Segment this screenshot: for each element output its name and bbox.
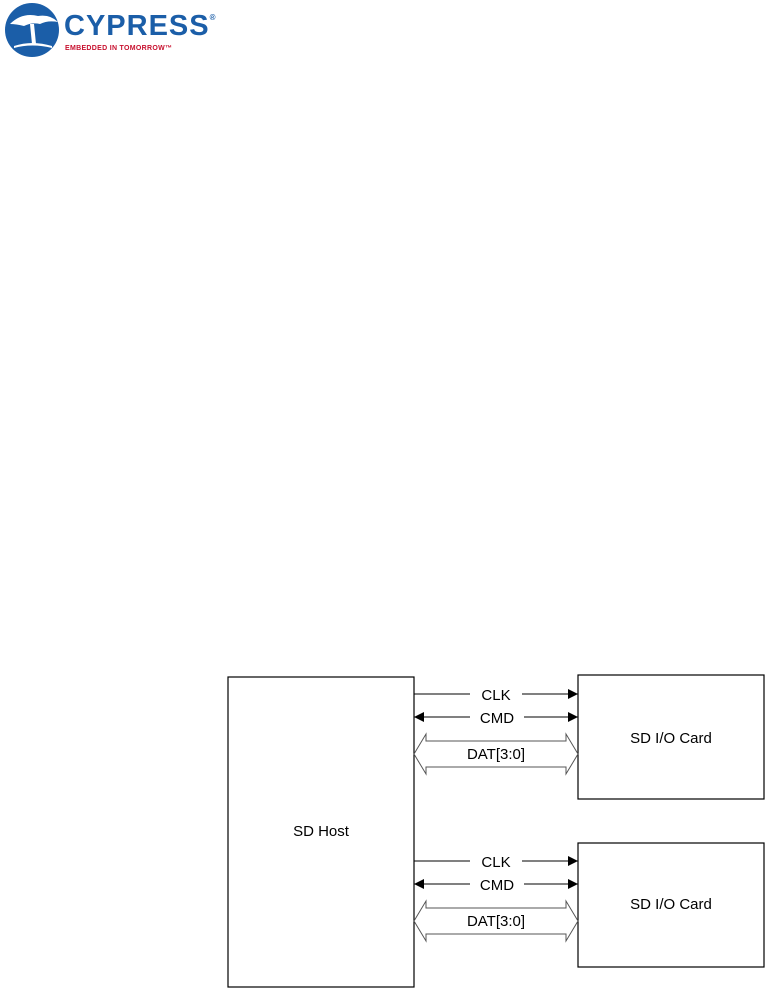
logo-tagline-text: EMBEDDED IN TOMORROW: [65, 45, 165, 52]
dat-label-1: DAT[3:0]: [467, 746, 525, 763]
logo-registered: ®: [209, 13, 217, 22]
cmd-label-2: CMD: [480, 877, 514, 894]
dat-bus-arrow-1: [413, 732, 579, 776]
logo-brand: CYPRESS®: [64, 10, 217, 43]
logo-tagline: EMBEDDED IN TOMORROW™: [65, 45, 172, 52]
tree-emblem-icon: [5, 3, 59, 57]
logo-brand-text: CYPRESS: [64, 10, 210, 42]
sd-host-box: [227, 676, 415, 988]
sd-io-card-label-2: SD I/O Card: [630, 896, 712, 913]
dat-bus-arrow-2: [413, 899, 579, 943]
sd-host-label: SD Host: [293, 823, 350, 840]
logo-tm: ™: [164, 45, 173, 52]
cmd-label-1: CMD: [480, 710, 514, 727]
clk-label-1: CLK: [481, 687, 510, 704]
sd-io-card-label-1: SD I/O Card: [630, 730, 712, 747]
clk-label-2: CLK: [481, 854, 510, 871]
sd-io-card-box-1: [577, 674, 765, 800]
dat-label-2: DAT[3:0]: [467, 913, 525, 930]
cypress-logo: CYPRESS® EMBEDDED IN TOMORROW™: [0, 0, 216, 60]
sd-io-card-box-2: [577, 842, 765, 968]
